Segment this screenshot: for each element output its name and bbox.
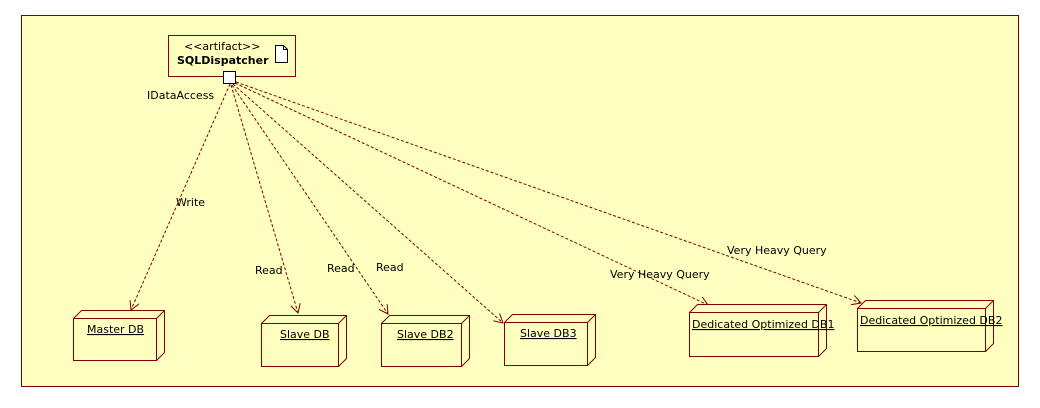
edge-read-slave-db3[interactable] xyxy=(232,83,503,323)
node-name-slave-db2: Slave DB2 xyxy=(397,328,454,341)
node-master-db[interactable]: Master DB xyxy=(73,310,165,361)
edge-heavy-query-db2[interactable] xyxy=(235,81,861,303)
node-name-slave-db3: Slave DB3 xyxy=(520,327,577,340)
edge-label-heavy-query-1: Very Heavy Query xyxy=(610,268,710,281)
edge-label-heavy-query-2: Very Heavy Query xyxy=(727,244,827,257)
edge-label-write: Write xyxy=(176,196,205,209)
node-dedicated-db1[interactable]: Dedicated Optimized DB1 xyxy=(689,304,835,357)
node-slave-db2[interactable]: Slave DB2 xyxy=(381,315,470,367)
node-dedicated-db2[interactable]: Dedicated Optimized DB2 xyxy=(857,300,1003,352)
edge-heavy-query-db1[interactable] xyxy=(234,82,708,305)
node-name-dedicated-db1: Dedicated Optimized DB1 xyxy=(692,318,834,331)
edge-label-read-2: Read xyxy=(327,262,355,275)
dependency-edges xyxy=(131,81,861,323)
node-name-master-db: Master DB xyxy=(87,323,144,336)
edge-read-slave-db2[interactable] xyxy=(231,84,388,314)
edge-label-read-3: Read xyxy=(376,261,404,274)
port-label: IDataAccess xyxy=(147,89,214,102)
port-idataaccess[interactable] xyxy=(223,71,236,84)
artifact-stereotype: <<artifact>> xyxy=(184,40,260,53)
edge-label-read-1: Read xyxy=(255,264,283,277)
document-icon xyxy=(275,45,288,63)
node-name-dedicated-db2: Dedicated Optimized DB2 xyxy=(860,314,1002,327)
edge-write[interactable] xyxy=(131,83,231,310)
artifact-sqldispatcher[interactable]: <<artifact>> SQLDispatcher xyxy=(168,35,296,77)
artifact-name: SQLDispatcher xyxy=(177,54,269,67)
node-slave-db3[interactable]: Slave DB3 xyxy=(504,314,596,366)
node-name-slave-db: Slave DB xyxy=(280,328,330,341)
node-slave-db[interactable]: Slave DB xyxy=(261,315,347,367)
